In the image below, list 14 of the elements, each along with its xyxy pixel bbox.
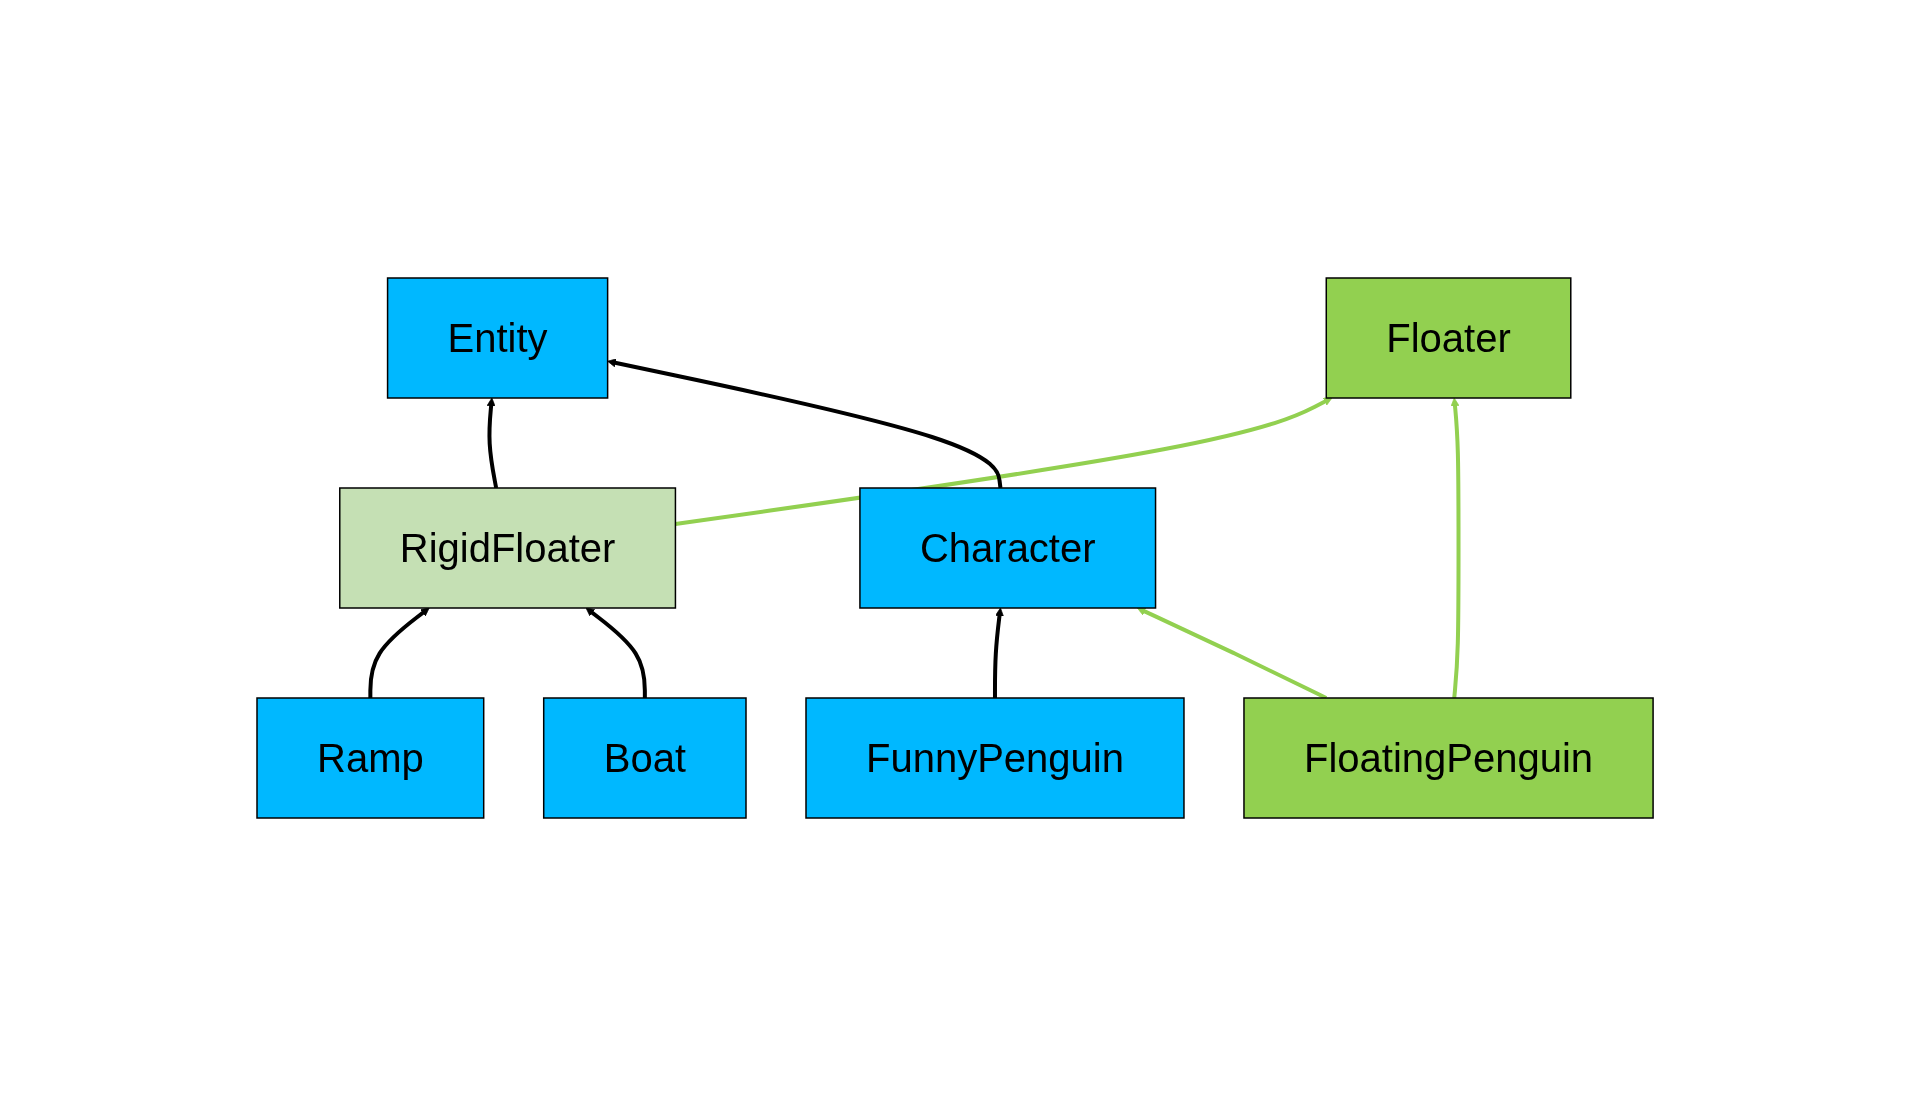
- node-box: Character: [859, 486, 1157, 609]
- node-box: Ramp: [256, 696, 485, 819]
- node-box: RigidFloater: [339, 486, 677, 609]
- node-box: Entity: [387, 276, 609, 399]
- arrow: [586, 607, 648, 698]
- node-box: Floater: [1326, 276, 1572, 399]
- arrow: [993, 607, 1005, 698]
- node-box: FloatingPenguin: [1243, 696, 1655, 819]
- node-box: Boat: [543, 696, 748, 819]
- arrow: [675, 397, 1333, 526]
- arrow: [487, 397, 499, 488]
- arrow: [368, 607, 431, 698]
- node-box: FunnyPenguin: [805, 696, 1186, 819]
- arrow: [1451, 397, 1461, 698]
